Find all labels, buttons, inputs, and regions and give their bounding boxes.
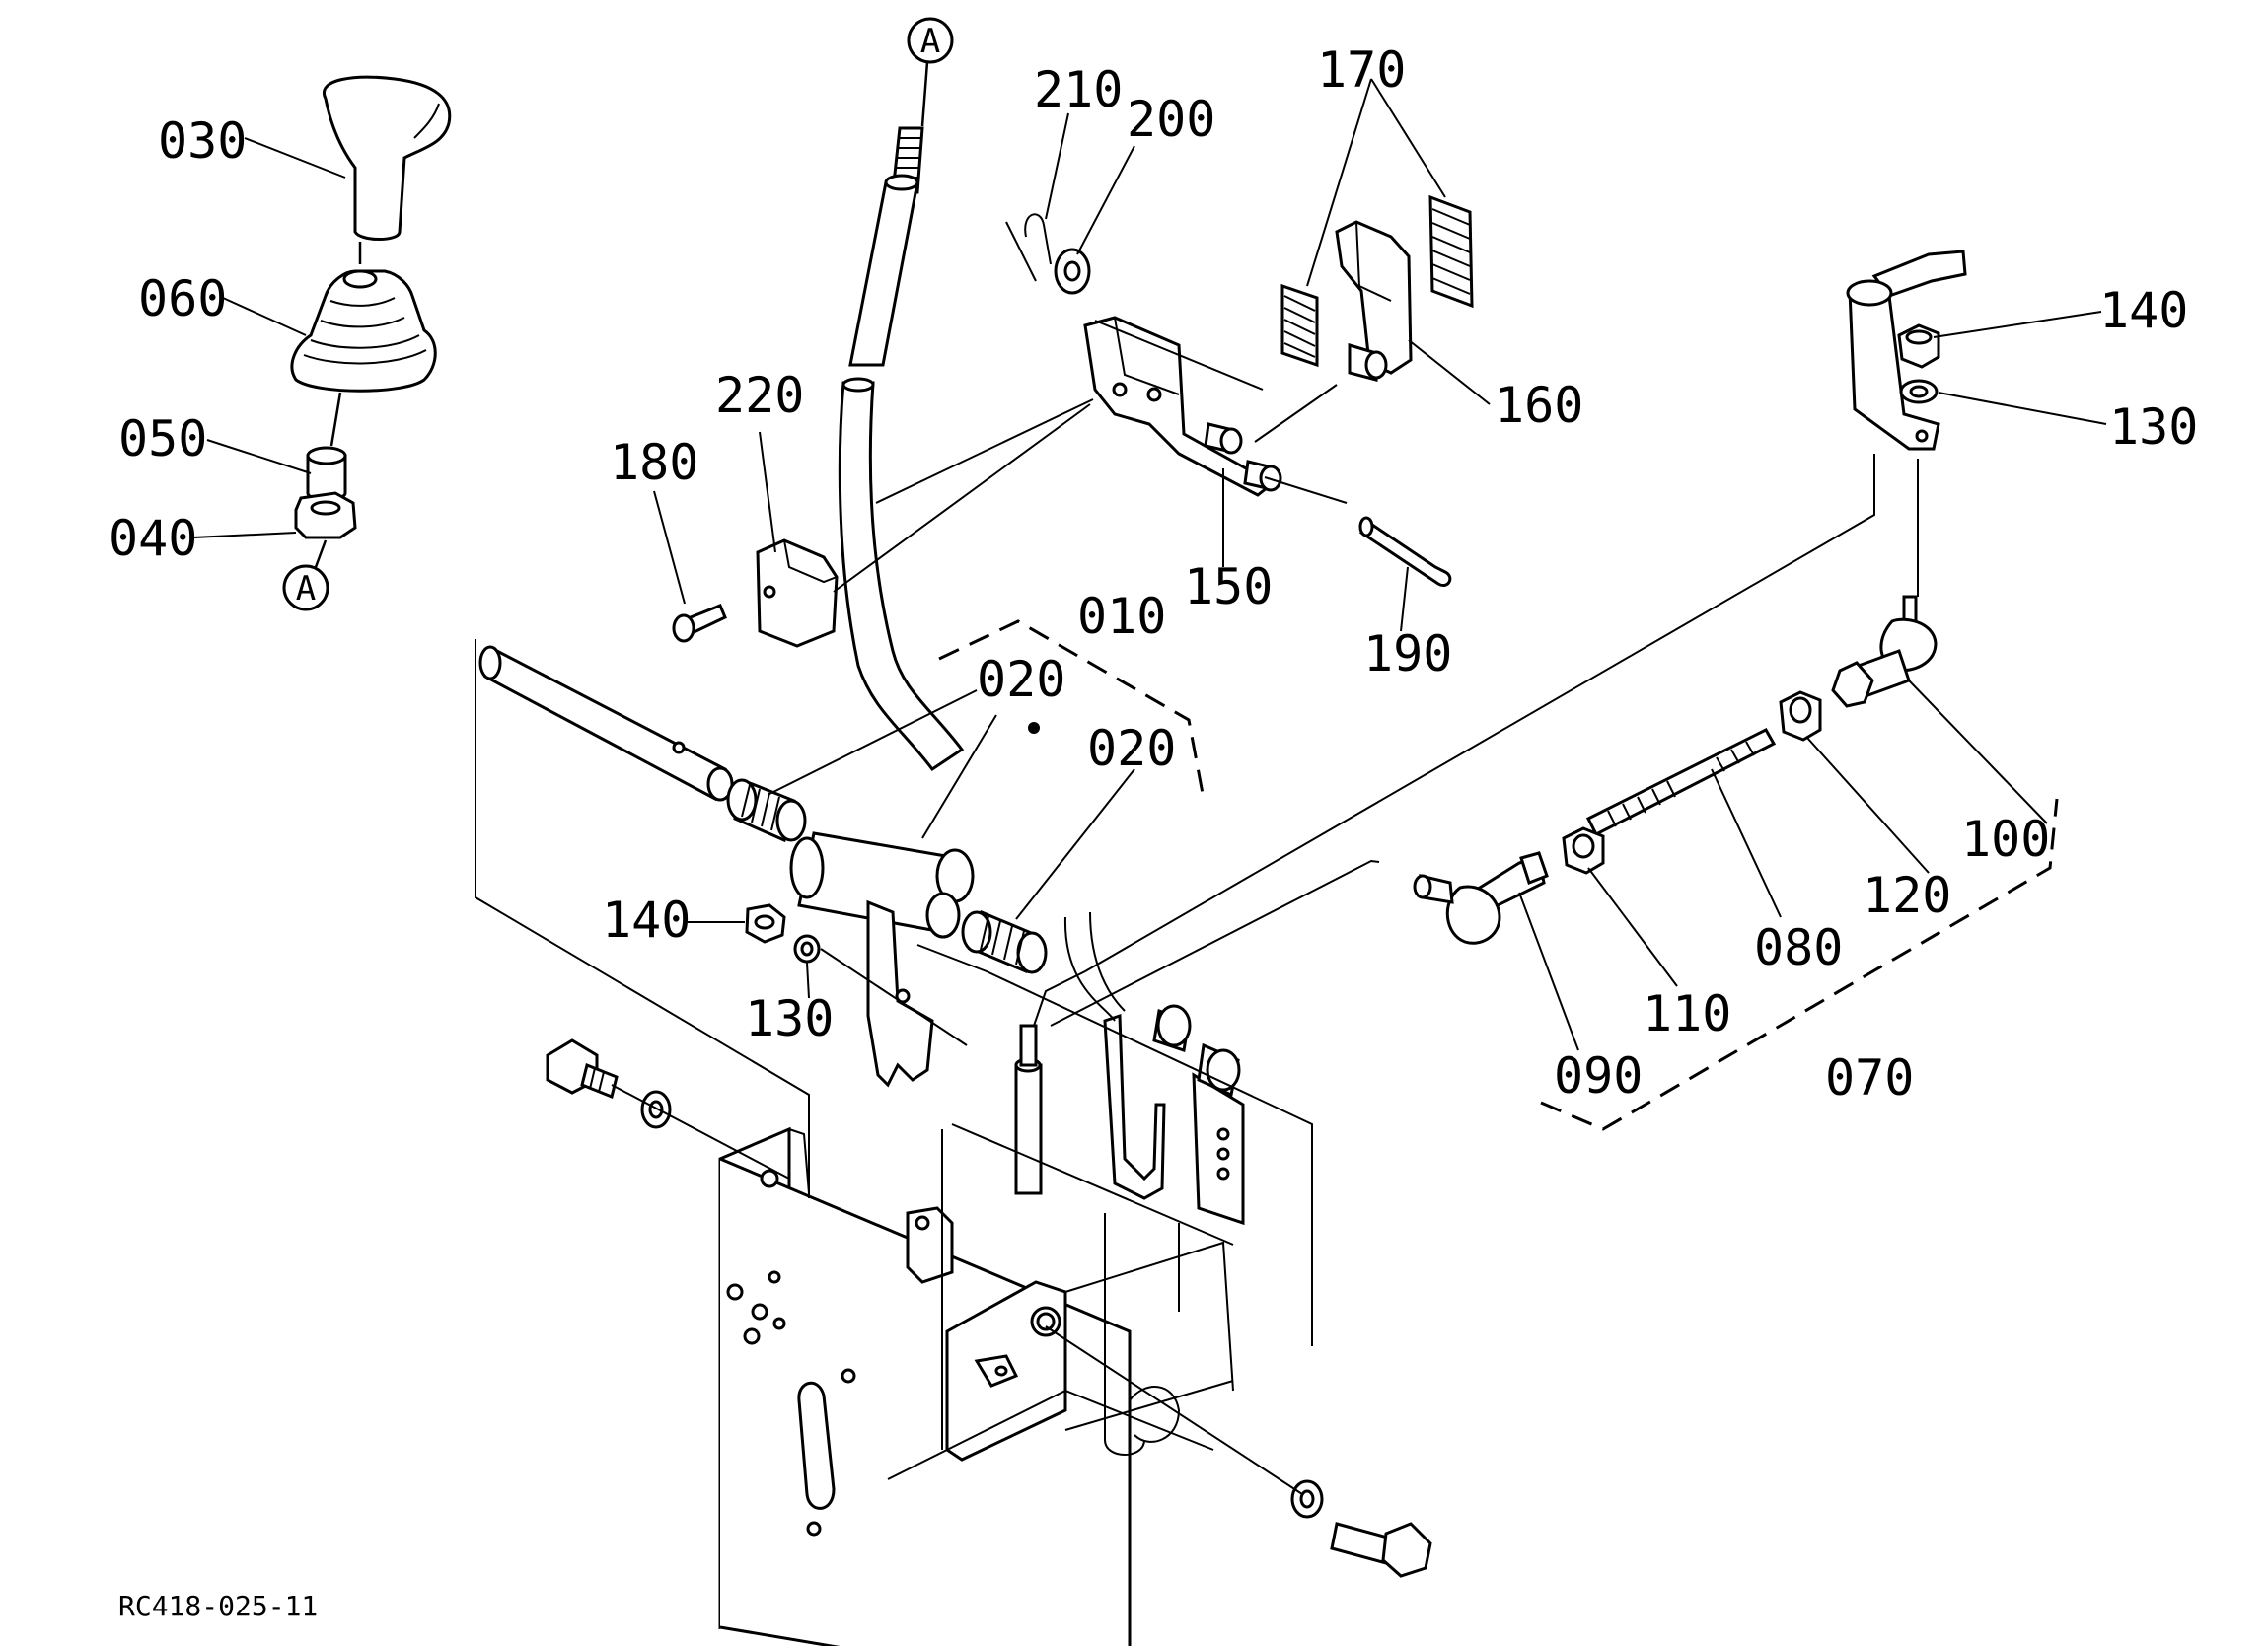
bolt-lower-right <box>1330 1522 1432 1578</box>
ball-joint-100 <box>1831 595 1938 708</box>
ball-joint-090 <box>1413 851 1549 945</box>
label-130-upper: 130 <box>2109 398 2198 456</box>
cotter-pin-210 <box>1005 213 1052 282</box>
washer-lower-right <box>1290 1479 1324 1519</box>
label-110: 110 <box>1643 985 1731 1042</box>
label-190: 190 <box>1363 625 1452 682</box>
leader-lines <box>192 78 2107 1495</box>
shift-boot <box>290 269 437 393</box>
ref-marker-a-top: A <box>907 17 954 64</box>
cap-screw-180 <box>672 604 727 643</box>
gate-rollers <box>1204 422 1282 492</box>
bracket-right-arm <box>1103 1013 1245 1226</box>
label-140-upper: 140 <box>2099 282 2188 339</box>
label-180: 180 <box>610 434 698 491</box>
label-020-upper: 020 <box>977 651 1065 708</box>
spacer-collar <box>306 446 347 501</box>
assembly-outline-070 <box>1540 798 2059 1131</box>
decal-170 <box>1280 194 1474 368</box>
ref-marker-a-bottom: A <box>282 564 329 611</box>
svg-text:A: A <box>296 569 316 608</box>
block-upright <box>906 1206 954 1284</box>
label-120: 120 <box>1863 867 1951 924</box>
label-090: 090 <box>1554 1047 1643 1105</box>
spring-washer-130-upper <box>1899 379 1939 404</box>
label-150: 150 <box>1184 558 1273 615</box>
shift-lever <box>838 126 965 772</box>
hex-nut-top <box>294 491 357 539</box>
nut-120 <box>1779 690 1822 742</box>
label-210: 210 <box>1034 61 1123 118</box>
bracket-main <box>718 1126 1132 1646</box>
label-100: 100 <box>1961 811 2050 868</box>
needle-bearing-left <box>726 778 807 843</box>
label-170: 170 <box>1317 41 1406 99</box>
label-010: 010 <box>1077 588 1166 645</box>
label-220: 220 <box>715 367 804 424</box>
label-050: 050 <box>118 410 207 467</box>
threaded-rod-080 <box>1585 728 1777 837</box>
assembly-outline-010 <box>938 619 1206 800</box>
svg-text:A: A <box>920 22 940 61</box>
label-030: 030 <box>158 112 247 170</box>
pivot-shaft <box>478 645 734 802</box>
label-200: 200 <box>1127 91 1215 148</box>
label-070: 070 <box>1825 1049 1914 1107</box>
gate-plate-150 <box>1083 316 1276 497</box>
label-130-lower: 130 <box>745 990 834 1047</box>
shift-knob <box>322 75 452 241</box>
washer-200 <box>1054 248 1091 295</box>
label-080: 080 <box>1754 919 1843 976</box>
pin-190 <box>1358 516 1452 587</box>
label-160: 160 <box>1495 377 1583 434</box>
drawing-code: RC418-025-11 <box>118 1590 318 1622</box>
hex-nut-140-upper <box>1897 323 1940 369</box>
lever-hub <box>789 831 975 939</box>
washer-upper-left <box>640 1090 672 1129</box>
nut-110 <box>1562 826 1605 875</box>
label-020-lower: 020 <box>1087 720 1176 777</box>
spring-washer-130-lower <box>793 934 821 964</box>
label-040: 040 <box>109 510 197 567</box>
label-140-lower: 140 <box>602 892 691 949</box>
hex-nut-140-lower <box>745 903 786 944</box>
needle-bearing-right <box>961 909 1048 974</box>
guide-block-220 <box>756 538 839 648</box>
lock-plate-160 <box>1335 220 1413 382</box>
shift-arm-right <box>1846 250 1967 451</box>
mounting-pin-vertical <box>1014 1024 1043 1195</box>
lever-arm <box>866 899 934 1088</box>
label-060: 060 <box>138 270 227 327</box>
part-labels: 030 060 050 040 210 200 170 160 140 130 … <box>109 41 2198 1107</box>
bolt-upper-left <box>546 1038 619 1100</box>
